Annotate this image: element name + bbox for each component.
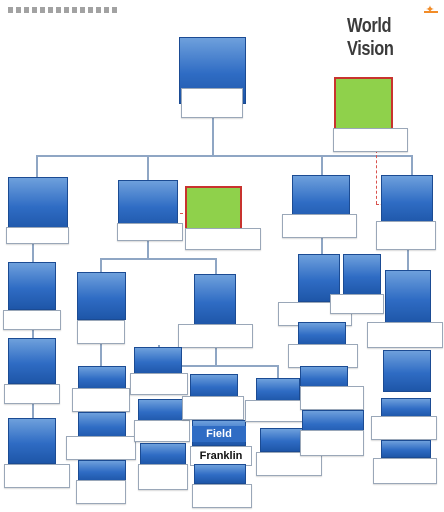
org-node-root-label bbox=[181, 88, 243, 118]
connector-col1-a bbox=[32, 244, 34, 262]
org-node-m-b3-label bbox=[192, 484, 252, 508]
org-node-c1-2-label bbox=[4, 384, 60, 404]
org-node-m-a2 bbox=[138, 399, 184, 423]
logo-wordmark: World Vision bbox=[347, 15, 394, 60]
org-node-highlight-top-label bbox=[333, 128, 408, 152]
org-node-c4-1 bbox=[385, 270, 431, 324]
org-node-m-b1-label bbox=[182, 396, 244, 420]
org-node-l2-4 bbox=[381, 175, 433, 225]
org-node-c4-4 bbox=[381, 440, 431, 458]
connector-root-down bbox=[212, 118, 214, 156]
org-node-c4-2 bbox=[383, 350, 431, 392]
header-text-fragment bbox=[8, 7, 120, 13]
org-node-highlight-mid-label bbox=[185, 228, 261, 250]
org-node-m-c1 bbox=[256, 378, 300, 402]
org-node-c4-4-label bbox=[373, 458, 437, 484]
connector-mid-right bbox=[277, 365, 279, 379]
org-node-c3-1b-label bbox=[330, 294, 384, 314]
org-node-c1-3 bbox=[8, 418, 56, 464]
connector-col4-down bbox=[407, 250, 409, 272]
name-card-name: Franklin bbox=[190, 446, 252, 466]
org-node-c1-3-label bbox=[4, 464, 70, 488]
org-node-m-b1 bbox=[190, 374, 238, 398]
org-node-c1-1-label bbox=[3, 310, 61, 330]
connector-col2-down bbox=[147, 241, 149, 259]
logo-star-icon: ✦ bbox=[425, 4, 435, 16]
org-node-c2-1-label bbox=[77, 320, 125, 344]
connector-col4 bbox=[411, 155, 413, 175]
connector-col2-bus bbox=[100, 258, 216, 260]
org-node-c2-4-label bbox=[76, 480, 126, 504]
org-node-c4-3-label bbox=[371, 416, 437, 440]
connector-col1-c bbox=[32, 404, 34, 418]
org-node-c4-1-label bbox=[367, 322, 443, 348]
dashed-link-mid bbox=[180, 213, 188, 214]
connector-col3-down bbox=[321, 238, 323, 254]
org-node-m-b3 bbox=[194, 464, 246, 484]
connector-col1 bbox=[36, 155, 38, 177]
org-node-l2-4-label bbox=[376, 221, 436, 250]
org-node-c1-2 bbox=[8, 338, 56, 384]
org-node-m-a2-label bbox=[134, 420, 190, 442]
org-node-m-a3-label bbox=[138, 464, 188, 490]
org-node-m-c2 bbox=[260, 428, 304, 452]
connector-col2-left-down bbox=[100, 344, 102, 368]
connector-top-bus bbox=[36, 155, 412, 157]
org-node-c2-2-label bbox=[72, 388, 130, 412]
org-node-c3-3-label bbox=[300, 386, 364, 410]
org-node-l2-1-label bbox=[6, 227, 69, 244]
org-node-c3-2 bbox=[298, 322, 346, 346]
org-node-c2-2 bbox=[78, 366, 126, 390]
connector-mid-bus bbox=[158, 365, 278, 367]
connector-col3 bbox=[321, 155, 323, 175]
logo-accent-line bbox=[424, 11, 438, 13]
org-node-c2-1 bbox=[77, 272, 126, 320]
org-node-m-c1-label bbox=[245, 400, 303, 422]
org-node-c3-2-label bbox=[288, 344, 358, 368]
org-node-c3-1b bbox=[343, 254, 381, 296]
name-card-title: Field bbox=[192, 426, 246, 442]
org-node-c2-3-label bbox=[66, 436, 136, 460]
connector-mid-down bbox=[215, 348, 217, 366]
org-node-l2-2-label bbox=[117, 223, 183, 241]
org-node-c4-3 bbox=[381, 398, 431, 418]
org-node-c2-3 bbox=[78, 412, 126, 440]
connector-col2-left bbox=[100, 258, 102, 272]
org-node-m-a1 bbox=[134, 347, 182, 375]
dashed-link-top bbox=[376, 150, 377, 204]
org-node-m-c2-label bbox=[256, 452, 322, 476]
org-node-l2-3-label bbox=[282, 214, 357, 238]
org-node-c2-4 bbox=[78, 460, 126, 482]
org-node-c1-1 bbox=[8, 262, 56, 310]
connector-col2 bbox=[147, 155, 149, 180]
org-node-c3-4-label bbox=[300, 430, 364, 456]
org-node-l2-1 bbox=[8, 177, 68, 232]
org-node-highlight-top bbox=[334, 77, 393, 133]
org-node-m-top-label bbox=[178, 324, 253, 348]
org-node-m-a1-label bbox=[130, 373, 188, 395]
connector-col1-b bbox=[32, 330, 34, 342]
org-node-m-top bbox=[194, 274, 236, 326]
connector-col2-right bbox=[215, 258, 217, 274]
org-node-m-a3 bbox=[140, 443, 186, 465]
